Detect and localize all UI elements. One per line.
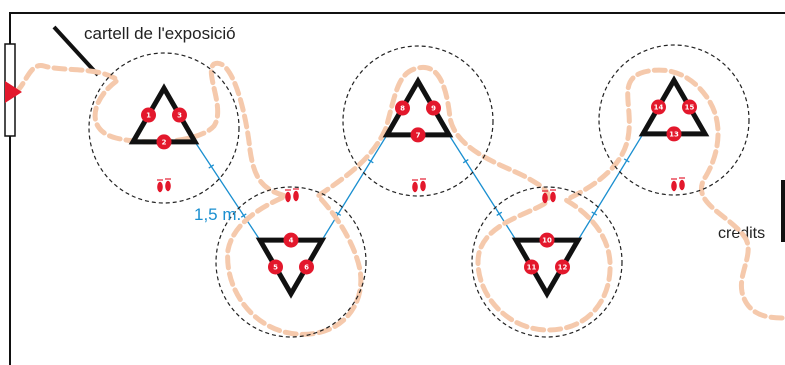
exhibit-marker-number: 7 [416, 131, 421, 139]
distance-connector-line [577, 133, 644, 241]
exhibit-marker-number: 2 [162, 138, 167, 146]
exhibit-marker-number: 9 [431, 105, 436, 113]
exhibit-marker [299, 259, 314, 275]
exhibit-marker-number: 14 [654, 104, 664, 112]
footprints-icon [542, 189, 556, 204]
room-wall [9, 12, 785, 365]
exhibit-marker [156, 134, 172, 150]
distance-tick [496, 211, 503, 216]
exhibit-marker [395, 100, 410, 116]
distance-connectors [194, 133, 644, 241]
exhibit-marker [651, 99, 666, 115]
exhibit-marker-number: 3 [177, 112, 182, 120]
exhibit-marker [268, 259, 283, 275]
distance-tick [623, 158, 630, 163]
exhibit-marker-number: 4 [289, 237, 294, 245]
exhibit-marker-number: 15 [685, 104, 695, 112]
exhibit-marker-number: 12 [558, 264, 568, 272]
distance-tick [240, 213, 247, 218]
station-zone-circle [471, 186, 623, 338]
distance-tick [335, 211, 342, 216]
exhibit-marker-number: 13 [669, 130, 679, 138]
station-zone-circle [598, 44, 750, 196]
footprints-icon [412, 178, 426, 193]
exhibit-marker [524, 259, 539, 275]
poster-label: cartell de l'exposició [84, 24, 236, 43]
footprints-icon [157, 178, 171, 193]
exhibit-marker [682, 99, 697, 115]
exhibit-marker [283, 232, 299, 248]
station-group: 10 11 12 [471, 186, 623, 338]
exhibit-marker [666, 126, 682, 142]
exhibit-marker [539, 232, 555, 248]
station-zone-circle [88, 52, 240, 204]
distance-connector-line [194, 141, 261, 241]
exhibit-marker-number: 10 [542, 237, 552, 245]
distance-label: 1,5 m. [194, 205, 241, 224]
exhibit-marker-number: 6 [304, 264, 309, 272]
exhibit-marker-number: 1 [146, 112, 151, 120]
credits-panel [781, 180, 785, 242]
station-group: 4 5 6 [215, 186, 367, 338]
footprints-icon [285, 188, 299, 203]
exhibit-marker [410, 127, 426, 143]
distance-tick [367, 159, 374, 164]
distance-tick [591, 211, 598, 216]
visitor-path [13, 60, 785, 337]
exhibit-marker [555, 259, 570, 275]
exhibit-marker [172, 107, 187, 123]
exhibit-marker [141, 107, 156, 123]
exhibit-marker-number: 11 [527, 264, 537, 272]
distance-tick [462, 159, 469, 164]
entrance-arrow-icon [5, 81, 22, 103]
station-group: 14 15 13 [598, 44, 750, 196]
station-group: 1 3 2 [88, 52, 240, 204]
exhibit-marker-number: 5 [273, 264, 278, 272]
exhibit-marker [426, 100, 441, 116]
station-zone-circle [215, 186, 367, 338]
station-group: 8 9 7 [342, 45, 494, 197]
footprints-icon [671, 177, 685, 192]
distance-connector-line [321, 134, 388, 241]
exhibit-marker-number: 8 [400, 105, 405, 113]
poster-panel [52, 25, 100, 77]
station-zone-circle [342, 45, 494, 197]
distance-tick [208, 164, 215, 169]
